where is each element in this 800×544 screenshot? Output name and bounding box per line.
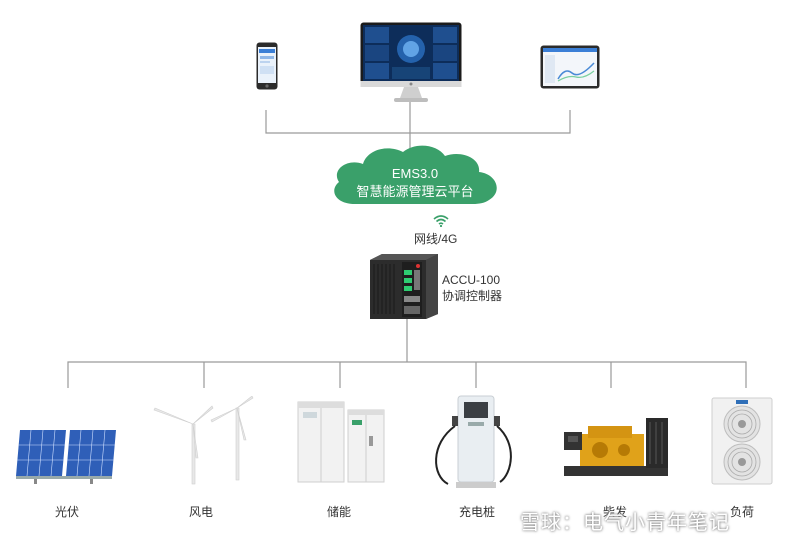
wifi-icon <box>433 215 449 228</box>
cloud-platform <box>325 142 505 211</box>
controller-device <box>368 252 440 325</box>
controller-label: ACCU-100 协调控制器 <box>442 272 502 304</box>
tablet <box>540 45 600 94</box>
device-charger <box>428 394 520 497</box>
device-wind <box>152 395 256 493</box>
cloud-label: EMS3.0 智慧能源管理云平台 <box>340 165 490 201</box>
smartphone-icon <box>256 42 278 90</box>
network-label: 网线/4G <box>414 232 458 246</box>
cloud-subtitle: 智慧能源管理云平台 <box>356 184 474 199</box>
device-label-wind: 风电 <box>188 505 213 519</box>
device-load <box>710 396 774 491</box>
desktop-monitor <box>360 22 462 109</box>
smartphone <box>256 42 278 95</box>
device-label-load: 负荷 <box>729 505 754 519</box>
device-storage <box>296 400 388 491</box>
wifi-signal <box>433 214 449 232</box>
energy-storage-icon <box>297 401 385 483</box>
monitor-icon <box>360 22 462 102</box>
tablet-icon <box>540 45 600 89</box>
device-label-generator: 柴发 <box>602 505 627 519</box>
controller-icon <box>370 254 438 319</box>
load-ac-unit-icon <box>711 397 773 485</box>
diesel-generator-icon <box>564 418 668 476</box>
wind-turbine-icon <box>153 395 254 485</box>
controller-name: 协调控制器 <box>442 289 503 303</box>
charging-pile-icon <box>435 395 512 488</box>
cloud-icon <box>334 145 497 204</box>
device-generator <box>560 410 672 485</box>
device-label-charger: 充电桩 <box>458 505 495 519</box>
solar-panel-icon <box>16 429 116 484</box>
device-solar <box>14 428 122 489</box>
cloud-title: EMS3.0 <box>391 166 439 181</box>
controller-model: ACCU-100 <box>442 273 501 287</box>
watermark: 雪球：电气小青年笔记 <box>520 512 730 534</box>
device-label-storage: 储能 <box>326 505 351 519</box>
device-label-solar: 光伏 <box>54 505 79 519</box>
